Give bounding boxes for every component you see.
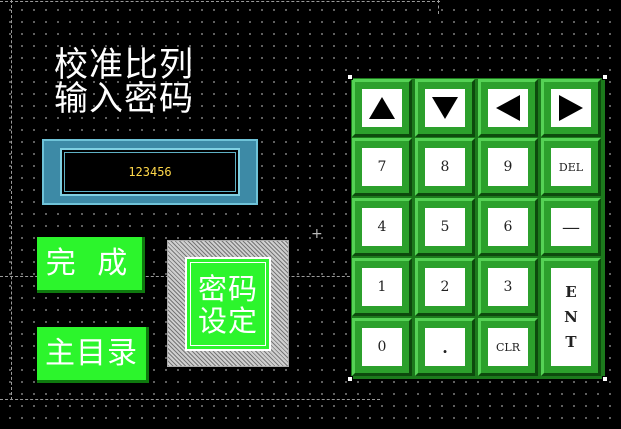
up-arrow-icon xyxy=(369,97,395,119)
selection-handle-bottom-right[interactable] xyxy=(602,376,608,382)
left-arrow-icon xyxy=(496,95,520,121)
key-6[interactable]: 6 xyxy=(478,198,538,256)
page-title-line2: 输入密码 xyxy=(54,79,194,119)
key-2[interactable]: 2 xyxy=(415,258,475,316)
password-setting-label-line2: 设定 xyxy=(197,304,258,338)
key-minus[interactable]: — xyxy=(541,198,601,256)
enter-letter-e: E xyxy=(565,282,577,301)
password-setting-label-line1: 密码 xyxy=(197,272,258,306)
key-0[interactable]: 0 xyxy=(352,318,412,376)
main-menu-button[interactable]: 主目录 xyxy=(37,327,149,383)
down-arrow-icon xyxy=(432,97,458,119)
key-5[interactable]: 5 xyxy=(415,198,475,256)
guide-line-top xyxy=(0,1,440,2)
key-clr[interactable]: CLR xyxy=(478,318,538,376)
right-arrow-icon xyxy=(559,95,583,121)
key-del[interactable]: DEL xyxy=(541,138,601,196)
password-display-frame: 123456 xyxy=(42,139,258,205)
crosshair-marker: + xyxy=(311,226,323,242)
key-enter[interactable]: E N T xyxy=(541,258,601,376)
key-4[interactable]: 4 xyxy=(352,198,412,256)
key-8[interactable]: 8 xyxy=(415,138,475,196)
key-9[interactable]: 9 xyxy=(478,138,538,196)
password-setting-button[interactable]: 密码 设定 xyxy=(185,257,271,351)
selection-handle-top-right[interactable] xyxy=(602,74,608,80)
key-down[interactable] xyxy=(415,79,475,137)
password-setting-frame: 密码 设定 xyxy=(167,240,289,367)
key-7[interactable]: 7 xyxy=(352,138,412,196)
numeric-keypad: 7 8 9 DEL 4 5 6 — 1 2 3 E N T 0 xyxy=(351,78,605,379)
guide-line-top-right xyxy=(438,0,439,14)
enter-letter-n: N xyxy=(564,307,578,326)
key-right[interactable] xyxy=(541,79,601,137)
key-up[interactable] xyxy=(352,79,412,137)
password-display: 123456 xyxy=(60,148,240,196)
key-left[interactable] xyxy=(478,79,538,137)
key-dot[interactable]: . xyxy=(415,318,475,376)
key-1[interactable]: 1 xyxy=(352,258,412,316)
enter-letter-t: T xyxy=(565,332,577,351)
guide-line-bottom xyxy=(0,399,380,400)
guide-line-left xyxy=(11,0,12,400)
key-3[interactable]: 3 xyxy=(478,258,538,316)
selection-handle-bottom-left[interactable] xyxy=(347,376,353,382)
page-title-line1: 校准比列 xyxy=(54,45,194,85)
done-button[interactable]: 完 成 xyxy=(37,237,145,293)
selection-handle-top-left[interactable] xyxy=(347,74,353,80)
